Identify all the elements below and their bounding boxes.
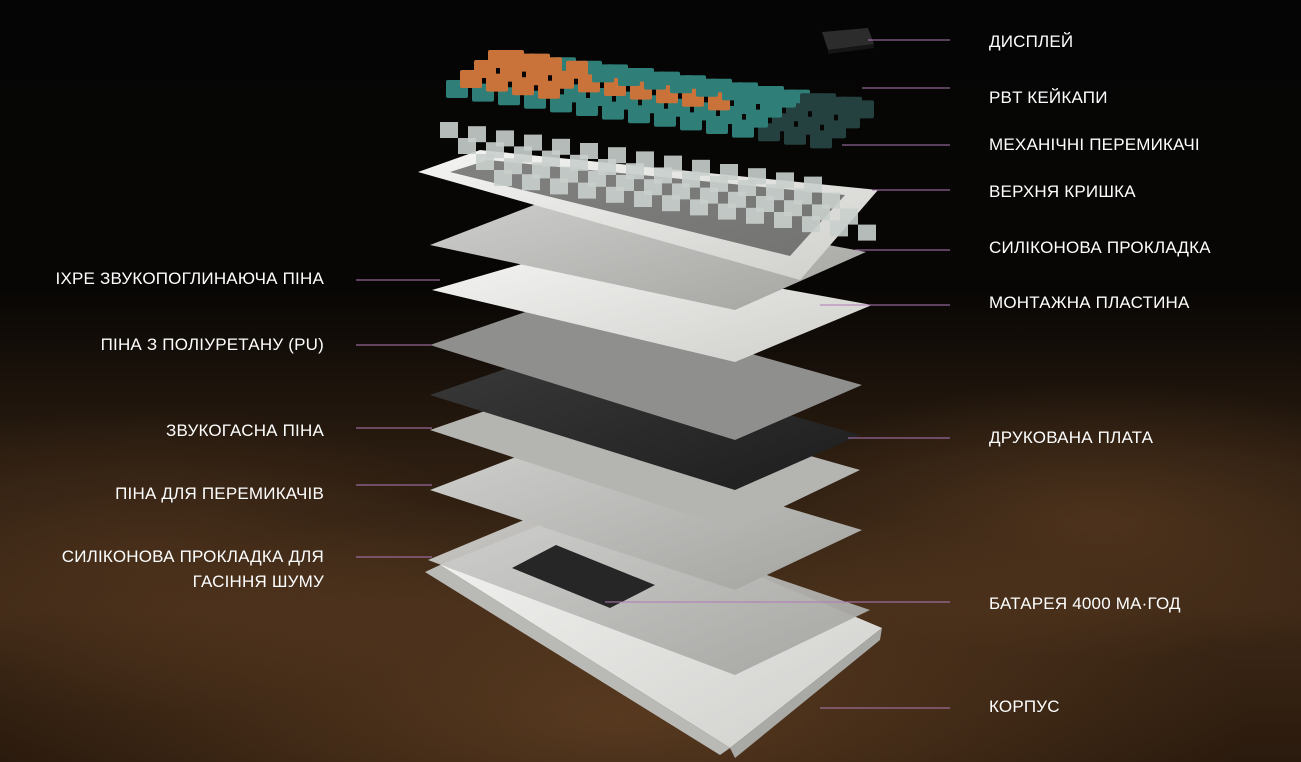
label-switches: МЕХАНІЧНІ ПЕРЕМИКАЧІ [989, 135, 1200, 154]
switch [476, 154, 494, 170]
keycap [826, 96, 848, 115]
switch [494, 170, 512, 186]
leader-lines [356, 39, 950, 709]
keycap [696, 78, 718, 97]
label-display: ДИСПЛЕЙ [989, 32, 1074, 51]
keycap [748, 86, 770, 104]
switch [858, 224, 876, 241]
keycap [540, 57, 562, 76]
label-keycaps: PBT КЕЙКАПИ [989, 88, 1108, 107]
keycap [774, 89, 796, 108]
label-case: КОРПУС [989, 697, 1060, 716]
switch [550, 178, 568, 195]
keycap [566, 60, 588, 79]
keycap [488, 50, 510, 68]
keycap [852, 100, 874, 119]
switch [802, 216, 820, 233]
switch [458, 138, 476, 154]
label-pu-foam: ПІНА З ПОЛІУРЕТАНУ (PU) [100, 335, 324, 354]
label-pcb: ДРУКОВАНА ПЛАТА [989, 428, 1154, 447]
keycap [514, 53, 536, 72]
mounting-plate-layer [432, 250, 872, 362]
switch [634, 191, 652, 207]
label-switch-foam: ПІНА ДЛЯ ПЕРЕМИКАЧІВ [115, 484, 324, 503]
keycaps-layer [446, 50, 874, 149]
switch [774, 212, 792, 228]
switch [690, 199, 708, 216]
keycap [618, 68, 640, 86]
display-module [822, 28, 874, 54]
label-mounting-plate: МОНТАЖНА ПЛАСТИНА [989, 293, 1190, 312]
switches-layer [440, 122, 876, 241]
label-top-case: ВЕРХНЯ КРИШКА [989, 182, 1136, 201]
switch [662, 195, 680, 212]
pu-foam-layer [430, 300, 862, 440]
switch [578, 182, 596, 199]
label-bottom-silicone-line2: ГАСІННЯ ШУМУ [192, 572, 324, 591]
label-sound-foam: ЗВУКОГАСНА ПІНА [166, 421, 324, 440]
label-silicone-gasket: СИЛІКОНОВА ПРОКЛАДКА [989, 238, 1211, 257]
switch [830, 220, 848, 237]
keycap [670, 75, 692, 94]
keycap [800, 93, 822, 112]
silicone-gasket-layer [430, 195, 866, 310]
keycap [592, 64, 614, 83]
switch [440, 122, 458, 138]
label-bottom-silicone: СИЛІКОНОВА ПРОКЛАДКА ДЛЯ [61, 547, 324, 566]
keycap [722, 82, 744, 101]
switch-foam-layer [430, 440, 862, 590]
label-battery: БАТАРЕЯ 4000 МА·ГОД [989, 594, 1181, 613]
keycap [644, 71, 666, 90]
switch [606, 186, 624, 203]
switch [522, 174, 540, 191]
pcb-layer [430, 350, 860, 490]
switch [746, 207, 764, 224]
switch [718, 203, 736, 220]
battery-block [512, 545, 655, 608]
bottom-silicone-layer [428, 505, 870, 675]
label-ixpe-foam: IXPE ЗВУКОПОГЛИНАЮЧА ПІНА [55, 269, 324, 288]
